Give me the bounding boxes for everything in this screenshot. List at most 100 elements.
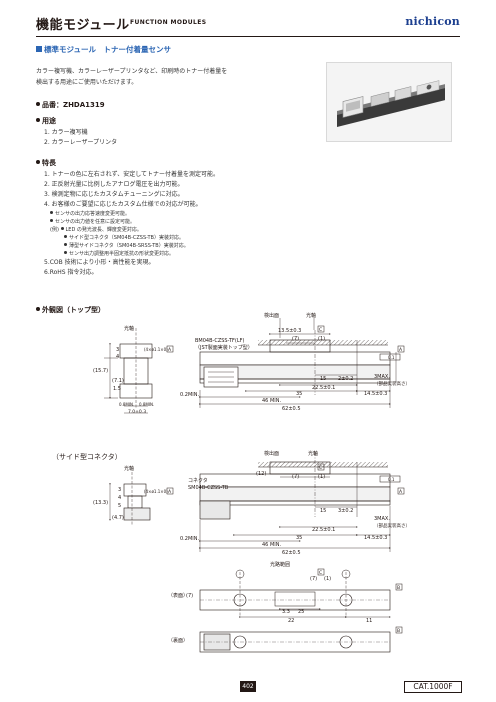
dim-label: 22.5±0.1 [312,385,335,391]
dim-label: (1) [318,336,325,342]
header-rule [36,36,460,38]
part-number-text: 品番：ZHDA1319 [42,101,105,109]
page-title-english: FUNCTION MODULES [130,19,207,26]
module-pcb [199,364,391,380]
bullet-icon [36,102,40,106]
dim-label: (4.7) [112,515,124,521]
bullet-icon [50,211,53,214]
tolerance-label: 0.1 [388,355,395,360]
sensor-module-illustration [337,80,445,127]
end-view-upper [119,343,153,359]
datum-c-label: C [319,570,322,576]
dim-label: 62±0.5 [282,550,301,556]
module-pcb [199,486,391,502]
detect-surface-label: 検出面 [264,450,279,457]
dim-label: 3 [116,347,119,353]
page-title: 機能モジュール [36,18,130,33]
list-item: 5.COB 技術により小形・高性能を実現。 [44,259,155,266]
dim-label: 11 [366,618,372,624]
side-connector-heading: （サイド型コネクタ） [52,453,122,461]
end-view-body [127,495,143,509]
catalog-number: CAT.1000F [404,681,462,693]
dim-label: 0.8MIN. [139,402,154,407]
outline-heading: 外観図（トップ型） [36,305,105,315]
dim-note: （部品実装高さ） [374,522,410,529]
list-subitem: センサの出力値を任意に設定可能。 [44,218,219,226]
part-number: 品番：ZHDA1319 [36,100,105,110]
outline-heading-text: 外観図（トップ型） [42,306,105,314]
hole-note: (4×ø1.1×0) [144,347,168,352]
detection-surface [258,462,388,467]
page-number: 402 [240,681,256,692]
dim-label: 46 MIN. [262,542,281,548]
top-type-drawing [104,318,405,414]
list-example: (例) LED の発光波長、輝度変更対応。 [50,227,142,233]
dim-label: 25 [298,609,304,615]
intro-text: カラー複写機、カラーレーザープリンタなど、印刷時のトナー付着量を 検出する用途に… [36,66,227,88]
connector-label: コネクタ [188,477,208,484]
dim-label: 4 [118,495,121,501]
connector-label: BM04B-CZSS-TF(LF) [195,338,244,344]
applications-heading-text: 用途 [42,117,56,125]
dim-label: 14.5±0.3 [364,391,387,397]
hole-note: (4×ø1.1×0) [144,489,168,494]
features-list: 1. トナーの色に左右されず、安定してトナー付着量を測定可能。 2. 正反射光量… [44,170,219,278]
dim-label: (13.3) [93,500,108,506]
intro-line: 検出する用途にご使用いただけます。 [36,79,138,86]
dim-label: 3 [118,487,121,493]
mount-hole-right [339,593,353,607]
datum-a-label: A [168,347,172,353]
detect-surface-label: 検出面 [264,312,279,319]
brand-logo: nichicon [405,15,460,28]
dim-label: (1) [318,474,325,480]
mount-hole-left [233,593,247,607]
dim-label: (15.7) [93,368,108,374]
bullet-icon [50,219,53,222]
list-example: サイド型コネクタ（SM04B-CZSS-TB）実装対応。 [44,234,219,242]
side-type-drawing [109,452,405,653]
connector-block [203,366,239,388]
dim-label: 35 [296,391,302,397]
dim-label: (7) [292,474,299,480]
axis-label: 光軸 [124,465,134,472]
list-example: センサ出力調整用半固定抵抗の形状変更対応。 [44,250,219,258]
bullet-icon [64,235,67,238]
square-bullet-icon [36,46,42,52]
dim-label: (7.1) [112,378,124,384]
features-heading-text: 特長 [42,159,56,167]
dim-label: (1) [324,576,331,582]
module-body-upper [199,473,391,488]
dim-label: 14.5±0.3 [364,535,387,541]
list-item: 3. 検測定物に応じたカスタムチューニングに対応。 [44,191,184,198]
front-view-body [199,589,391,611]
page-header: 機能モジュール FUNCTION MODULES nichicon [36,14,460,38]
list-subitem: センサの出力応答速度変更可能。 [44,210,219,218]
list-item: 4. お客様のご要望に応じたカスタム仕様での対応が可能。 [44,201,202,208]
dim-label: 1.5 [113,386,121,392]
connector-part: SM04B-CZSS-TB [188,485,229,491]
end-view-connector [123,507,151,521]
dim-label: 62±0.5 [282,406,301,412]
applications-heading: 用途 [36,116,56,126]
list-item: 6.RoHS 指令対応。 [44,269,98,276]
section-title-text: 標準モジュール トナー付着量センサ [44,45,171,54]
dim-label: 15 [320,376,326,382]
dim-label: (7) [186,593,193,599]
dim-label: 3MAX. [374,516,390,522]
datum-a-label: A [399,489,403,495]
dim-label: 46 MIN. [262,398,281,404]
back-view-body [199,631,391,653]
datum-c-label: C [319,327,322,333]
axis-label: 光軸 [124,325,134,332]
back-view-label: （裏面） [168,637,188,644]
dim-label: (7) [292,336,299,342]
dim-label: 15 [320,508,326,514]
back-connector [203,633,231,651]
bullet-icon [36,160,40,164]
side-type-labels: 検出面 光軸 コネクタ SM04B-CZSS-TB (12) (7) (1) C… [93,450,410,644]
dim-label: 22 [288,618,294,624]
datum-a-label: A [399,347,403,353]
datum-a-label: A [168,489,172,495]
bullet-icon [36,307,40,311]
side-connector-block [199,500,231,520]
